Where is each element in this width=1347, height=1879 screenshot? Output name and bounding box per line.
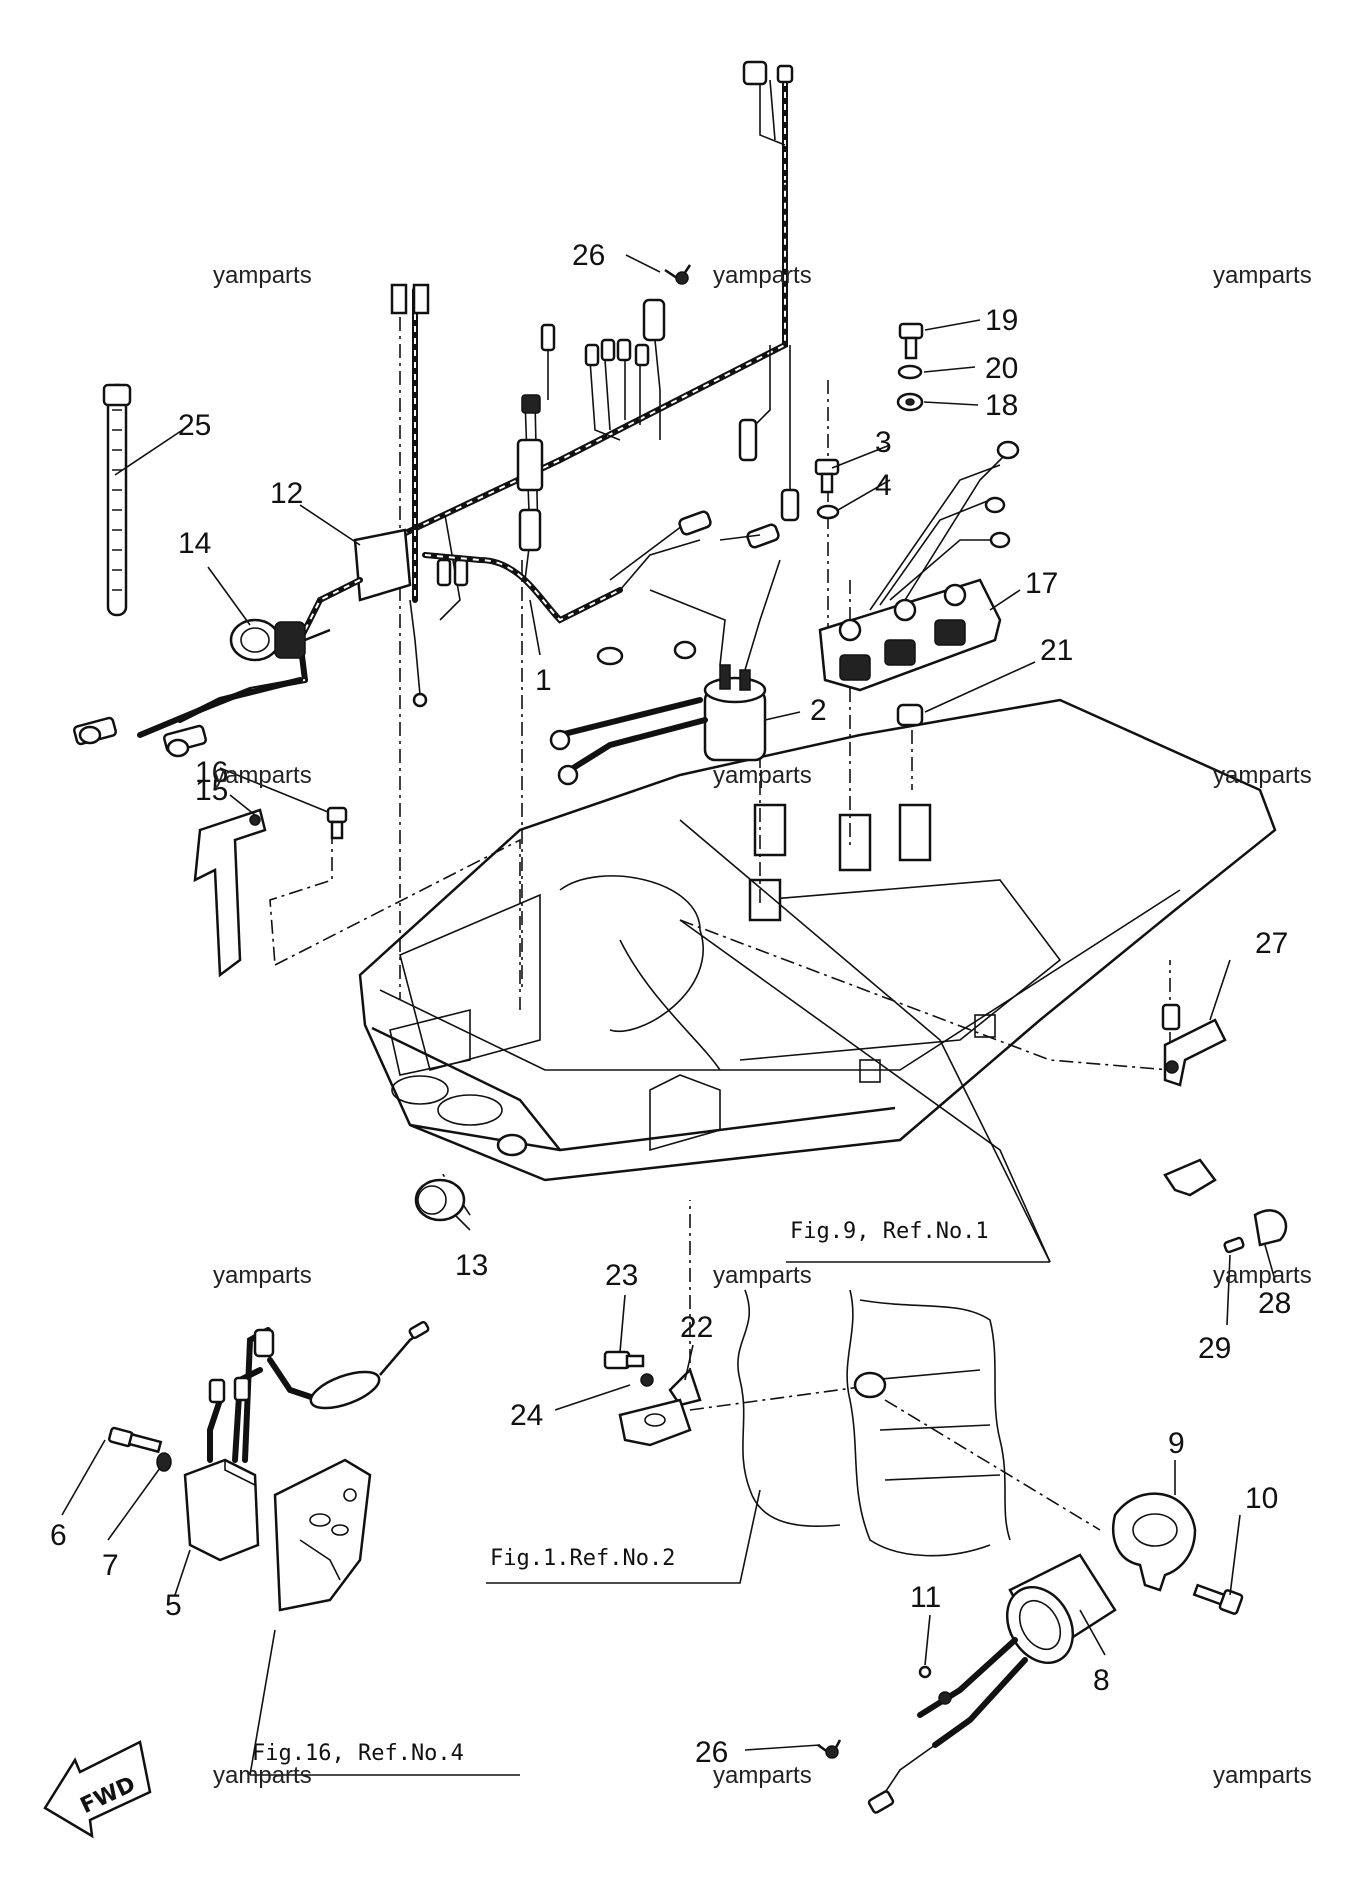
callout-6: 6: [50, 1519, 67, 1552]
watermark: yamparts: [213, 1262, 312, 1289]
part-5-rectifier: [183, 1321, 430, 1562]
fwd-arrow-badge: FWD: [43, 1740, 152, 1839]
callout-7: 7: [102, 1549, 119, 1582]
watermark: yamparts: [213, 1762, 312, 1789]
part-8-starter: [867, 1553, 1117, 1814]
callout-18: 18: [985, 389, 1018, 422]
watermark: yamparts: [1213, 762, 1312, 789]
callout-labels: 1 2 3 4 5 6 7 8 9 10 11 12 13 14 15 16 1…: [50, 239, 1291, 1769]
watermark: yamparts: [713, 262, 812, 289]
part-11-washer: [918, 1665, 932, 1679]
watermark: yamparts: [713, 1762, 812, 1789]
part-20-washer: [897, 364, 923, 380]
leader-lines: [61, 254, 1276, 1751]
callout-3: 3: [875, 426, 892, 459]
watermark: yamparts: [213, 262, 312, 289]
watermark: yamparts: [1213, 1762, 1312, 1789]
part-2-relay: [549, 559, 781, 786]
callout-9: 9: [1168, 1427, 1185, 1460]
callout-11: 11: [910, 1581, 941, 1614]
callout-8: 8: [1093, 1664, 1110, 1697]
callout-27: 27: [1255, 927, 1288, 960]
callout-2: 2: [810, 694, 827, 727]
part-13-grommet: [414, 1178, 466, 1222]
part-9-bracket: [1112, 1492, 1197, 1592]
callout-5: 5: [165, 1589, 182, 1622]
wire-harness: [377, 60, 800, 708]
callout-20: 20: [985, 352, 1018, 385]
part-3-bolt: [814, 458, 840, 494]
callout-14: 14: [178, 527, 211, 560]
part-25-cable-tie: [102, 383, 132, 617]
part-4-washer: [816, 504, 840, 520]
lower-wires: [73, 677, 308, 758]
watermark: yamparts: [1213, 1262, 1312, 1289]
fig16-plate: [273, 1458, 372, 1612]
part-28-clamp: [1163, 1158, 1288, 1247]
callout-22: 22: [680, 1311, 713, 1344]
callout-1: 1: [535, 664, 552, 697]
callout-23: 23: [605, 1259, 638, 1292]
callout-21: 21: [1040, 634, 1073, 667]
part-14-connector: [229, 618, 331, 662]
callout-13: 13: [455, 1249, 488, 1282]
callout-12: 12: [270, 477, 303, 510]
watermark: yamparts: [1213, 262, 1312, 289]
callout-25: 25: [178, 409, 211, 442]
callout-19: 19: [985, 304, 1018, 337]
callout-28: 28: [1258, 1287, 1291, 1320]
callout-4: 4: [875, 469, 892, 502]
part-19-bolt: [898, 322, 924, 360]
bottom-cowling: [358, 698, 1277, 1182]
part-29-pin: [1223, 1236, 1245, 1254]
callout-26-top: 26: [572, 239, 605, 272]
watermark: yamparts: [713, 1262, 812, 1289]
part-18-washer: [896, 392, 924, 412]
part-26-clip-top: [664, 264, 692, 285]
watermark: yamparts: [713, 762, 812, 789]
part-6-bolt: [107, 1426, 163, 1454]
engine-outline: [737, 1289, 1011, 1557]
part-12-junction: [296, 528, 412, 683]
callout-10: 10: [1245, 1482, 1278, 1515]
callout-24: 24: [510, 1399, 543, 1432]
fig1-ref-label: Fig.1.Ref.No.2: [490, 1546, 675, 1571]
callout-17: 17: [1025, 567, 1058, 600]
callout-29: 29: [1198, 1332, 1231, 1365]
part-22-bracket: [668, 1367, 702, 1407]
figure-ref-labels: Fig.9, Ref.No.1 Fig.1.Ref.No.2 Fig.16, R…: [252, 1219, 989, 1766]
part-17-terminal-block: [818, 440, 1020, 692]
watermark: yamparts: [213, 762, 312, 789]
callout-26-bottom: 26: [695, 1736, 728, 1769]
callout-15: 15: [195, 774, 228, 807]
part-21-nut: [896, 703, 924, 727]
part-24-module: [618, 1373, 692, 1447]
part-23-screw: [603, 1350, 645, 1370]
fig16-ref-label: Fig.16, Ref.No.4: [252, 1741, 464, 1766]
watermarks: yamparts yamparts yamparts yamparts yamp…: [213, 262, 1312, 1789]
part-16-screw: [326, 806, 348, 840]
fig9-ref-label: Fig.9, Ref.No.1: [790, 1219, 989, 1244]
part-7-washer: [156, 1452, 172, 1472]
callout-16: 16: [195, 756, 228, 789]
part-27-clamp: [1161, 1003, 1227, 1087]
part-10-bolt: [1192, 1583, 1244, 1615]
figure-ref-leaders: [249, 819, 1051, 1776]
part-26-clip-bottom: [817, 1739, 842, 1759]
part-15-bracket: [193, 808, 267, 978]
